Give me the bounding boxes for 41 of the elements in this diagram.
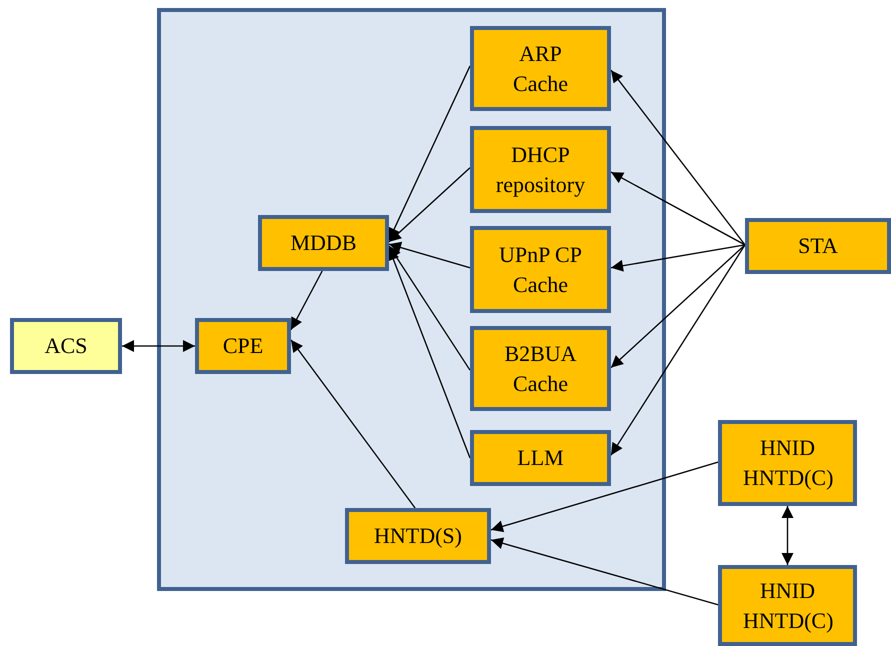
box-label: STA — [798, 232, 838, 260]
arrow — [490, 462, 718, 532]
arrow — [388, 66, 471, 240]
group-panel — [157, 8, 666, 591]
arrow — [610, 172, 746, 246]
box-label: HNTD(S) — [374, 522, 462, 550]
arrow — [610, 244, 746, 272]
arrow — [290, 270, 323, 330]
box-label: B2BUA Cache — [503, 340, 578, 398]
process-box — [470, 126, 611, 213]
arrow — [388, 245, 471, 371]
box-label: HNID HNTD(C) — [743, 576, 832, 635]
box-label: ARP Cache — [512, 40, 569, 98]
process-box — [745, 218, 891, 274]
process-box — [470, 226, 611, 313]
process-box — [718, 565, 857, 646]
arrow — [290, 339, 416, 508]
process-box — [470, 430, 611, 486]
arrow — [122, 340, 195, 352]
process-box — [258, 215, 389, 271]
box-label: UPnP CP Cache — [498, 240, 583, 298]
arrow — [782, 506, 794, 565]
arrow — [388, 167, 470, 242]
arrow — [490, 537, 718, 606]
arrow — [610, 244, 746, 456]
arrow — [610, 244, 746, 368]
box-label: HNID HNTD(C) — [743, 434, 832, 492]
arrow — [388, 242, 470, 268]
box-label: MDDB — [290, 229, 356, 258]
process-box — [195, 318, 291, 374]
box-label: ACS — [44, 332, 88, 360]
process-box — [10, 318, 122, 374]
box-label: CPE — [222, 332, 264, 360]
box-label: LLM — [517, 444, 564, 472]
process-box — [470, 26, 611, 111]
process-box — [718, 420, 857, 506]
box-label: DHCP repository — [495, 140, 586, 199]
process-box — [345, 508, 491, 564]
process-box — [470, 326, 611, 411]
arrow — [388, 248, 471, 458]
arrow — [610, 70, 746, 246]
